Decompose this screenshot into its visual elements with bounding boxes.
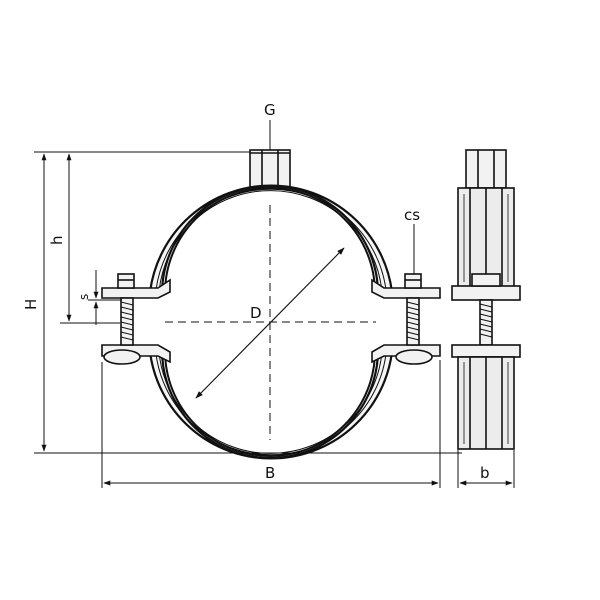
lower-ring	[148, 348, 394, 460]
label-big-b: B	[265, 464, 275, 482]
label-g: G	[264, 101, 276, 119]
label-small-b: b	[480, 464, 490, 482]
top-nut-g	[249, 149, 291, 189]
dimensions	[34, 120, 515, 488]
upper-ring	[148, 184, 394, 296]
label-big-h: H	[22, 299, 40, 310]
right-flange	[371, 273, 441, 365]
diameter-dimension-line	[195, 247, 345, 399]
label-small-h: h	[48, 235, 66, 245]
side-upper-body	[451, 187, 521, 301]
side-view	[451, 149, 521, 450]
label-s: s	[77, 294, 91, 300]
left-flange	[101, 273, 171, 365]
label-cs: cs	[404, 206, 420, 224]
side-lower-body	[451, 344, 521, 450]
right-bolt	[406, 297, 420, 346]
side-top-nut	[465, 149, 507, 189]
side-bolt	[479, 299, 493, 346]
front-view	[101, 149, 441, 460]
label-d: D	[250, 304, 262, 322]
left-bolt	[120, 297, 134, 346]
